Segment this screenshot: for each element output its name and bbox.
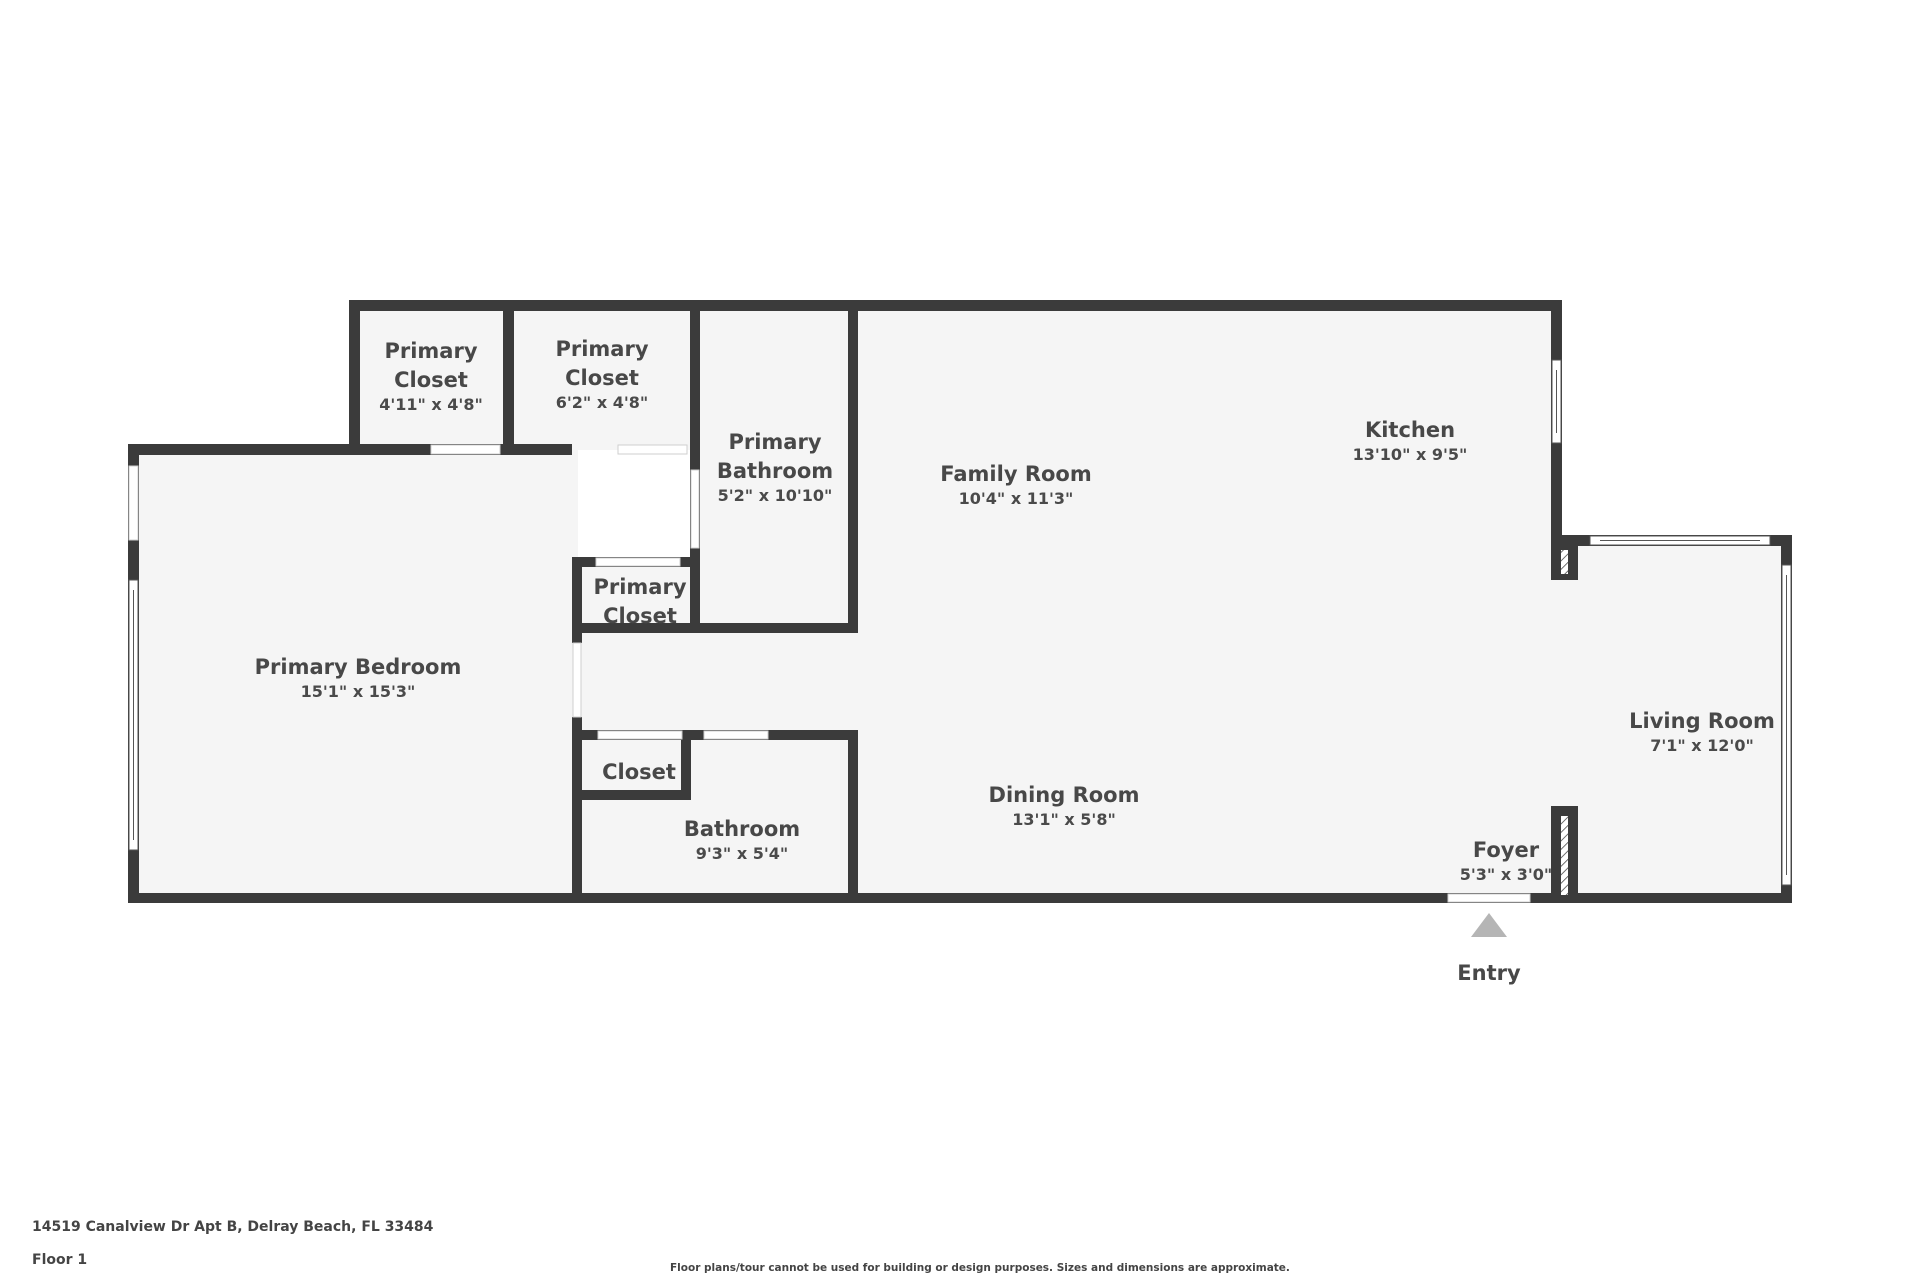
room-name: Living Room [1629,709,1775,733]
room-label-family-room: Family Room 10'4" x 11'3" [940,460,1091,509]
room-label-foyer: Foyer 5'3" x 3'0" [1460,836,1552,885]
room-label-primary-closet-3: Primary Closet [593,573,686,631]
entry-arrow-icon [1471,913,1507,937]
room-label-kitchen: Kitchen 13'10" x 9'5" [1353,416,1468,465]
room-name: Primary [555,337,649,361]
room-dimensions: 13'10" x 9'5" [1352,445,1468,464]
room-name: Primary [384,339,478,363]
room-name: Primary [728,430,822,454]
room-label-primary-closet-2: Primary Closet 6'2" x 4'8" [555,335,648,413]
room-dimensions: 9'3" x 5'4" [695,844,789,863]
disclaimer: Floor plans/tour cannot be used for buil… [670,1262,1290,1274]
floor-label: Floor 1 [32,1252,88,1268]
room-name: Foyer [1472,838,1540,862]
room-name: Primary [593,575,687,599]
windows [128,359,1792,886]
room-name: Primary Bedroom [254,655,462,679]
room-name: Closet [565,366,639,390]
room-name: Bathroom [683,817,801,841]
room-name: Closet [394,368,468,392]
room-dimensions: 5'3" x 3'0" [1459,865,1553,884]
room-label-closet: Closet [602,758,676,787]
pillar-hatch [1561,550,1568,895]
door-openings [128,444,1531,903]
room-name: Bathroom [716,459,834,483]
room-label-dining-room: Dining Room 13'1" x 5'8" [989,781,1140,830]
room-name: Closet [602,760,676,784]
room-label-living-room: Living Room 7'1" x 12'0" [1629,707,1775,756]
room-dimensions: 15'1" x 15'3" [300,682,416,701]
room-label-bathroom: Bathroom 9'3" x 5'4" [684,815,800,864]
room-dimensions: 4'11" x 4'8" [379,395,483,414]
floor-fill [133,305,1787,898]
room-dimensions: 10'4" x 11'3" [958,489,1074,508]
room-name: Closet [603,604,677,628]
room-name: Kitchen [1364,418,1456,442]
room-label-primary-bedroom: Primary Bedroom 15'1" x 15'3" [255,653,462,702]
room-dimensions: 13'1" x 5'8" [1012,810,1116,829]
entry-label: Entry [1457,961,1521,985]
room-dimensions: 5'2" x 10'10" [717,486,833,505]
room-label-primary-bathroom: Primary Bathroom 5'2" x 10'10" [717,428,833,506]
room-dimensions: 7'1" x 12'0" [1650,736,1754,755]
room-name: Family Room [940,462,1092,486]
room-name: Dining Room [988,783,1140,807]
property-address: 14519 Canalview Dr Apt B, Delray Beach, … [32,1219,434,1235]
room-dimensions: 6'2" x 4'8" [555,393,649,412]
room-label-primary-closet-1: Primary Closet 4'11" x 4'8" [379,337,483,415]
